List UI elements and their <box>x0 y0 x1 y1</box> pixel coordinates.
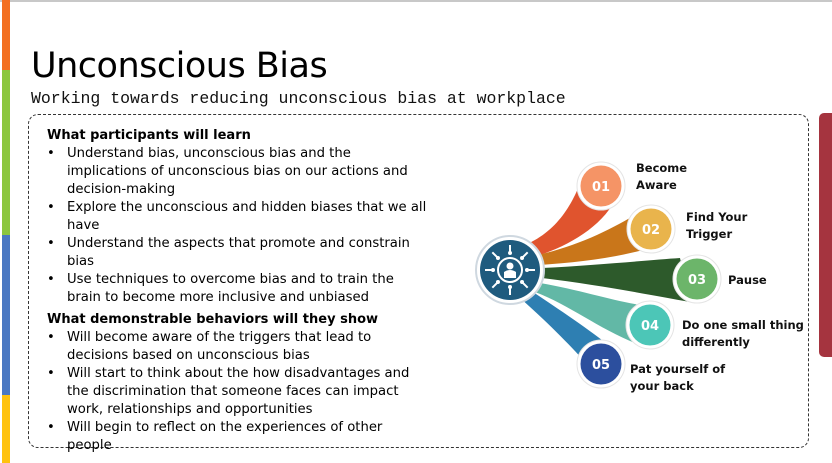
top-border <box>0 0 832 2</box>
step-number: 04 <box>641 319 659 334</box>
step-label: Pause <box>728 273 767 287</box>
accent-bar-orange <box>2 0 10 70</box>
behaviors-list: Will become aware of the triggers that l… <box>47 329 427 455</box>
step-number: 05 <box>592 358 610 373</box>
step-ribbon <box>535 283 640 345</box>
list-item: Understand bias, unconscious bias and th… <box>47 145 427 199</box>
person-focus-icon <box>485 245 535 295</box>
content-text: What participants will learn Understand … <box>47 127 427 455</box>
section-heading: What demonstrable behaviors will they sh… <box>47 312 379 327</box>
step-label: Become Aware <box>636 161 688 192</box>
accent-bar-blue <box>2 235 10 395</box>
step-circle <box>630 208 672 250</box>
accent-bar-green <box>2 70 10 235</box>
step-label: Pat yourself of your back <box>630 362 726 393</box>
step-circle <box>580 343 622 385</box>
step-number: 02 <box>642 223 660 238</box>
learn-list: Understand bias, unconscious bias and th… <box>47 145 427 307</box>
section-heading: What participants will learn <box>47 128 251 143</box>
step-circle <box>580 165 622 207</box>
step-label: Do one small thing differently <box>682 318 804 349</box>
list-item: Will start to think about the how disadv… <box>47 365 427 419</box>
step-circle <box>676 258 718 300</box>
list-item: Will begin to reflect on the experiences… <box>47 419 427 455</box>
list-item: Will become aware of the triggers that l… <box>47 329 427 365</box>
slide-title: Unconscious Bias <box>31 46 328 86</box>
step-label: Find Your Trigger <box>686 210 748 241</box>
step-number: 03 <box>688 273 706 288</box>
step-ribbon <box>542 258 690 302</box>
list-item: Explore the unconscious and hidden biase… <box>47 199 427 235</box>
list-item: Understand the aspects that promote and … <box>47 235 427 271</box>
step-number: 01 <box>592 180 610 195</box>
step-circle <box>629 304 671 346</box>
list-item: Use techniques to overcome bias and to t… <box>47 271 427 307</box>
accent-bar-yellow <box>2 395 10 463</box>
slide-subtitle: Working towards reducing unconscious bia… <box>31 89 566 108</box>
side-panel-edge <box>819 113 832 357</box>
